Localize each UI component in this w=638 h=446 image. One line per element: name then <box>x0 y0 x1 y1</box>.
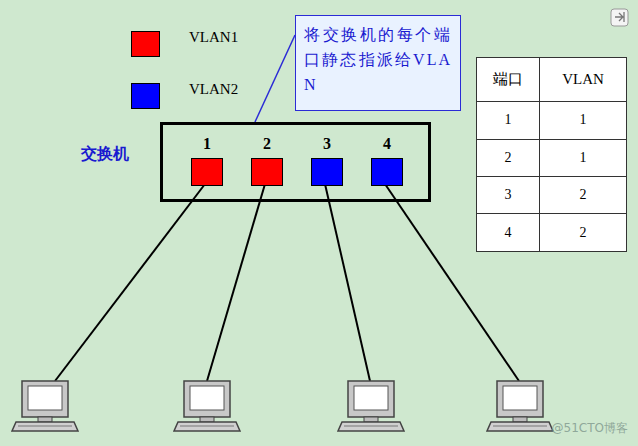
legend-text: VLAN1 <box>189 29 238 46</box>
table-cell: 1 <box>580 112 587 127</box>
table-cell: 2 <box>505 150 512 165</box>
table-header: 端口 <box>493 71 523 87</box>
callout-text: 将交换机的每个端口静态指派给VLAN <box>304 22 452 97</box>
switch-label: 交换机 <box>81 144 129 165</box>
leader-line <box>255 35 295 122</box>
table-cell: 1 <box>505 112 512 127</box>
port-number: 3 <box>312 135 342 153</box>
watermark: @51CTO博客 <box>552 420 628 437</box>
table-cell: 2 <box>580 225 587 240</box>
port-number: 1 <box>192 135 222 153</box>
port: 2 <box>251 158 283 186</box>
port-number: 4 <box>372 135 402 153</box>
pc-icon <box>174 381 240 431</box>
table-cell-box: 2 <box>540 214 627 252</box>
table-cell-box: 端口 <box>477 58 540 102</box>
corner-icon <box>611 9 628 26</box>
table-cell-box: 1 <box>540 139 627 176</box>
port-number: 2 <box>252 135 282 153</box>
table-cell-box: VLAN <box>540 58 627 102</box>
legend-swatch <box>131 83 160 109</box>
port: 3 <box>311 158 343 186</box>
table-cell-box: 2 <box>477 139 540 176</box>
port: 4 <box>371 158 403 186</box>
pc-icon <box>12 381 78 431</box>
cable <box>55 184 205 381</box>
legend-swatch <box>131 31 160 57</box>
cable <box>325 184 370 381</box>
table-cell-box: 4 <box>477 214 540 252</box>
table-cell: 3 <box>505 187 512 202</box>
legend-text: VLAN2 <box>189 81 238 98</box>
table-cell-box: 2 <box>540 177 627 214</box>
table-cell-box: 3 <box>477 177 540 214</box>
port-vlan-table: 端口 VLAN 1 1 2 1 3 2 4 2 <box>476 57 627 252</box>
cable <box>207 184 265 381</box>
table-cell-box: 1 <box>540 102 627 139</box>
table-cell: 4 <box>505 225 512 240</box>
switch-box: 交换机1234 <box>160 122 431 202</box>
corner-icon <box>615 12 624 22</box>
table-cell-box: 1 <box>477 102 540 139</box>
pc-icon <box>338 381 404 431</box>
table-cell: 1 <box>580 150 587 165</box>
callout-box: 将交换机的每个端口静态指派给VLAN <box>295 15 461 111</box>
table-cell: 2 <box>580 187 587 202</box>
table-header: VLAN <box>562 71 604 87</box>
pc-icon <box>487 381 553 431</box>
port: 1 <box>191 158 223 186</box>
